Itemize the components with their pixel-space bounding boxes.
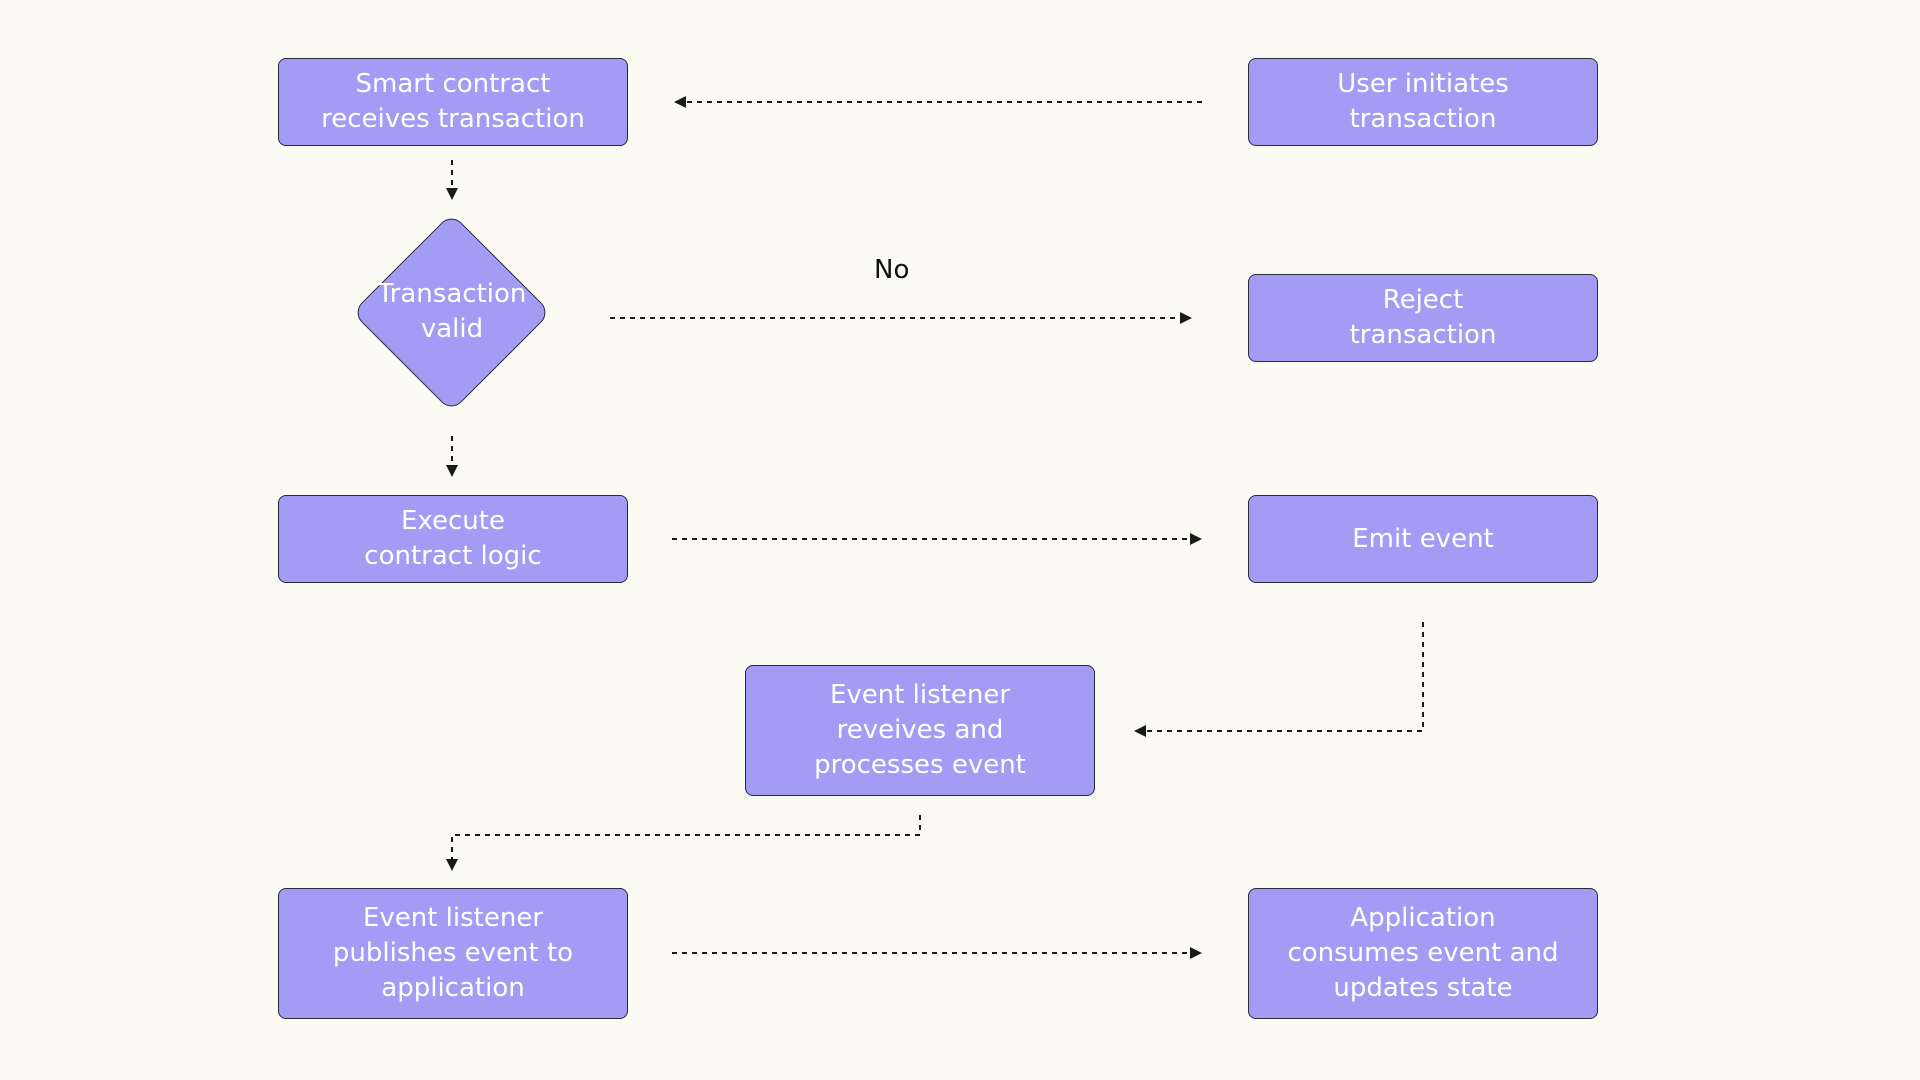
- edge-listener-receives-to-publishes: [446, 815, 921, 871]
- node-application-consumes: Application consumes event and updates s…: [1248, 888, 1598, 1019]
- edge-emit-to-listener-receives: [1134, 622, 1424, 737]
- node-user-initiates: User initiates transaction: [1248, 58, 1598, 146]
- edge-label-no: No: [874, 255, 910, 285]
- node-transaction-valid-label: Transaction valid: [377, 279, 527, 344]
- node-smart-contract-receives: Smart contract receives transaction: [278, 58, 628, 146]
- node-event-listener-publishes: Event listener publishes event to applic…: [278, 888, 628, 1019]
- node-execute-contract-logic: Execute contract logic: [278, 495, 628, 583]
- node-emit-event: Emit event: [1248, 495, 1598, 583]
- node-reject-transaction: Reject transaction: [1248, 274, 1598, 362]
- node-event-listener-receives: Event listener reveives and processes ev…: [745, 665, 1095, 796]
